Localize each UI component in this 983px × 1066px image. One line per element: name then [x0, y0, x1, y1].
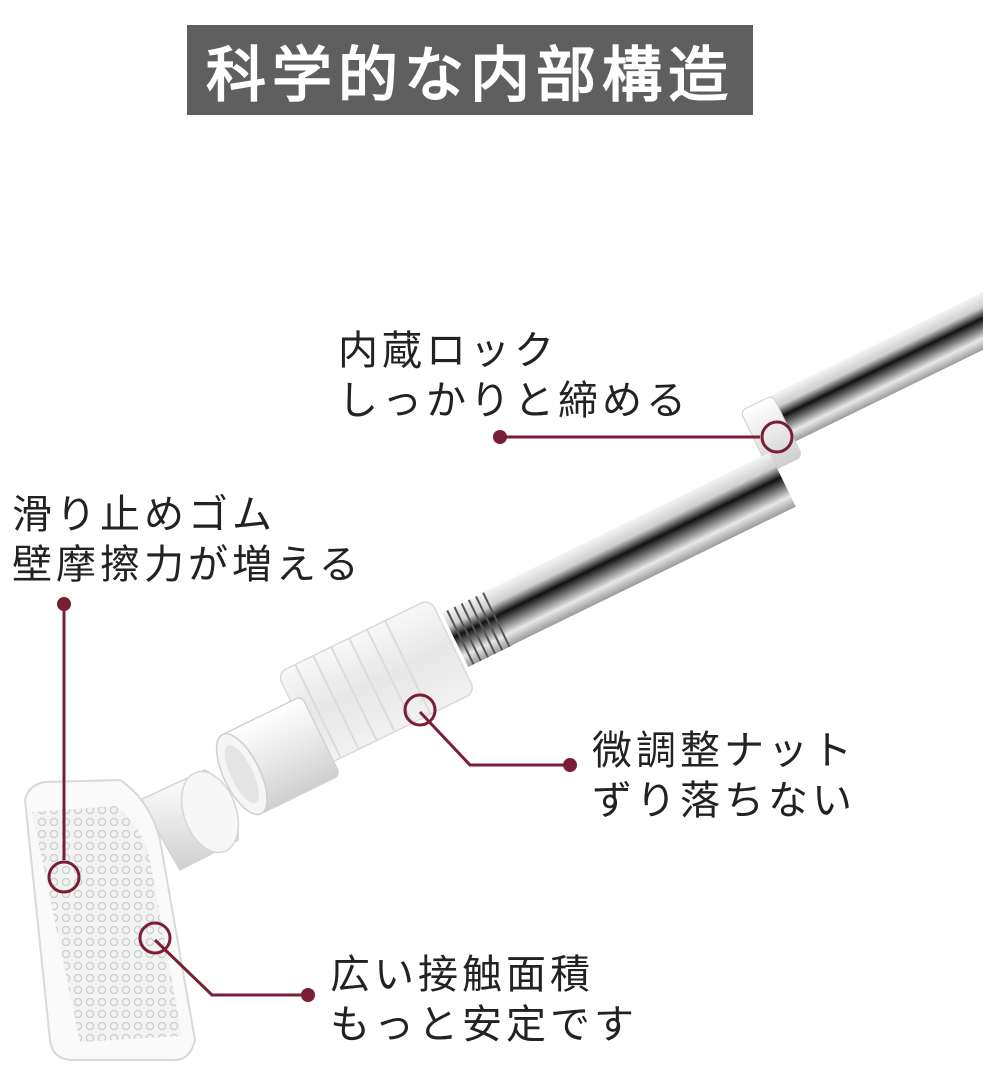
end-cap-stem — [138, 769, 240, 871]
callout-rubber: 滑り止めゴム 壁摩擦力が増える — [12, 490, 363, 590]
callout-rubber-line2: 壁摩擦力が増える — [12, 542, 363, 588]
callout-contact-line1: 広い接触面積 — [330, 952, 594, 998]
callout-rubber-line1: 滑り止めゴム — [12, 492, 276, 538]
adjustment-nut — [279, 601, 473, 765]
end-tube — [215, 697, 339, 816]
threaded-section — [441, 591, 514, 667]
chrome-rod-upper — [768, 273, 983, 444]
callout-contact-line2: もっと安定です — [330, 1002, 638, 1048]
end-cap-pad-icon — [23, 778, 197, 1062]
callout-leaders — [62, 435, 760, 997]
callout-contact: 広い接触面積 もっと安定です — [330, 950, 638, 1050]
callout-lock: 内蔵ロック しっかりと締める — [338, 326, 690, 426]
callout-nut-line2: ずり落ちない — [592, 778, 856, 824]
callout-lock-line2: しっかりと締める — [338, 378, 690, 424]
callout-nut: 微調整ナット ずり落ちない — [592, 726, 856, 826]
title-banner: 科学的な内部構造 — [187, 25, 753, 115]
callout-nut-line1: 微調整ナット — [592, 728, 856, 774]
chrome-rod-lower — [481, 452, 796, 647]
callout-lock-line1: 内蔵ロック — [338, 328, 558, 374]
page-title: 科学的な内部構造 — [206, 40, 734, 111]
callout-markers — [47, 420, 794, 1002]
